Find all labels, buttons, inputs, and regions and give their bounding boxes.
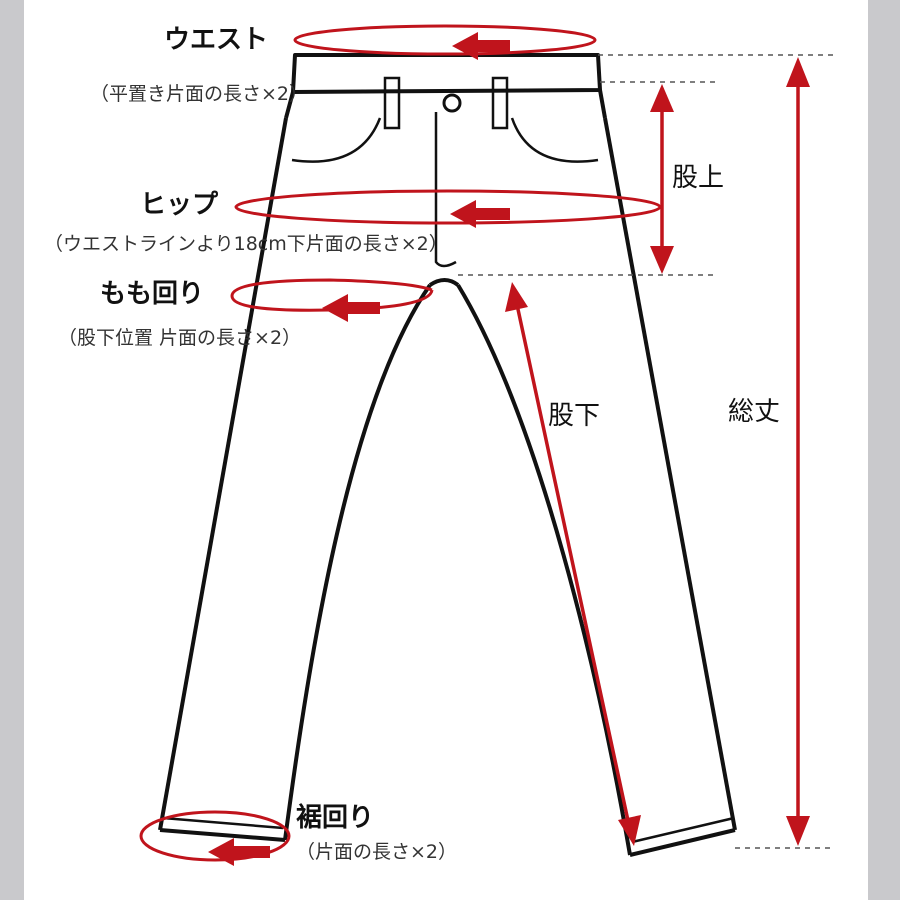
diagram-panel — [24, 0, 868, 900]
hip-arrowhead — [450, 200, 476, 228]
left-outer-seam — [158, 117, 288, 831]
waist-arrowhead — [452, 32, 478, 60]
rise-label: 股上 — [672, 163, 724, 193]
right-outer-seam — [603, 117, 737, 831]
inseam-arrow — [514, 299, 632, 831]
right-hem — [629, 828, 736, 857]
crotch-curve — [428, 278, 460, 287]
hip-ellipse — [234, 189, 662, 225]
dimension-arrows — [514, 75, 800, 831]
left-hem — [159, 828, 286, 842]
hem-note: （片面の長さ×2） — [296, 841, 457, 863]
hip-label: ヒップ — [140, 190, 219, 220]
right-inseam — [456, 283, 632, 856]
thigh-label: もも回り — [100, 279, 204, 309]
left-inseam — [283, 283, 432, 841]
waistband — [291, 53, 602, 94]
guide-lines — [458, 54, 835, 849]
arrow-heads — [208, 32, 510, 866]
total-length-label: 総丈 — [728, 397, 780, 427]
hem-ellipse — [139, 810, 291, 862]
hem-label: 裾回り — [296, 803, 374, 833]
waist-note: （平置き片面の長さ×2） — [90, 83, 308, 105]
waist-label: ウエスト — [164, 25, 268, 55]
button-icon — [442, 93, 462, 113]
thigh-arrowhead — [322, 294, 348, 322]
waist-ellipse — [293, 24, 597, 56]
thigh-note: （股下位置 片面の長さ×2） — [58, 327, 301, 349]
thigh-ellipse — [230, 278, 434, 312]
measure-arrows — [139, 24, 662, 862]
dimension-arrowheads — [505, 57, 810, 846]
hip-note: （ウエストラインより18cm下片面の長さ×2） — [44, 233, 448, 255]
inseam-label: 股下 — [548, 401, 600, 431]
pants-details — [162, 76, 735, 844]
pants-outline — [158, 53, 737, 857]
hem-arrowhead — [208, 838, 234, 866]
